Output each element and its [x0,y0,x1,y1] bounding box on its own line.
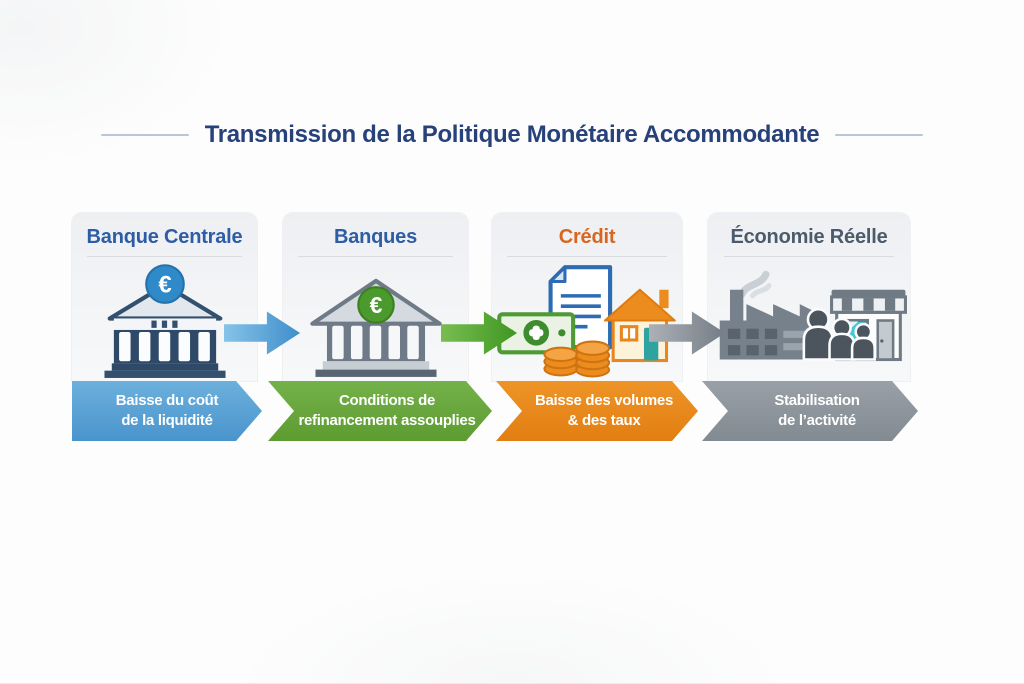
stage-card-banque-centrale: Banque Centrale € [72,213,257,381]
stage-card-economie-reelle: Économie Réelle [708,213,910,381]
banner-line: Stabilisation [774,392,860,410]
banner-conditions-refinancement: Conditions de refinancement assouplies [268,381,492,441]
stage-title: Banques [333,226,418,248]
bank-building-blue-euro-coin-icon: € [72,257,257,379]
page-title: Transmission de la Politique Monétaire A… [204,121,820,148]
banner-baisse-cout-liquidite: Baisse du coût de la liquidité [72,381,262,441]
stage-title-underline [86,256,243,257]
svg-text:€: € [158,271,171,298]
banner-stabilisation-activite: Stabilisation de l’activité [702,381,918,441]
stage-title: Économie Réelle [730,226,888,248]
banner-line: de l’activité [778,412,856,429]
stage-card-banques: Banques € [283,213,468,381]
factory-people-store-icon [708,257,910,379]
svg-text:€: € [369,292,382,318]
title-row: Transmission de la Politique Monétaire A… [0,112,1024,158]
stage-title-underline [297,256,454,257]
right-arrow-icon [224,309,302,357]
banner-line: de la liquidité [121,412,213,429]
stage-title: Crédit [558,226,616,248]
banner-baisse-volumes-taux: Baisse des volumes & des taux [496,381,698,441]
stage-title-underline [724,256,894,257]
title-rule-right [835,134,924,136]
banner-line: Conditions de [338,392,436,410]
banner-line: refinancement assouplies [298,412,476,429]
banner-line: Baisse du coût [115,392,219,410]
stage-title-underline [507,256,667,257]
right-arrow-icon [441,309,519,357]
banner-line: Baisse des volumes [534,392,673,410]
stage-card-credit: Crédit [492,213,682,381]
right-arrow-icon [649,309,727,357]
stage-title: Banque Centrale [86,226,243,248]
banner-line: & des taux [567,412,641,429]
bank-building-green-euro-coin-icon: € [283,257,468,379]
title-rule-left [100,134,189,136]
